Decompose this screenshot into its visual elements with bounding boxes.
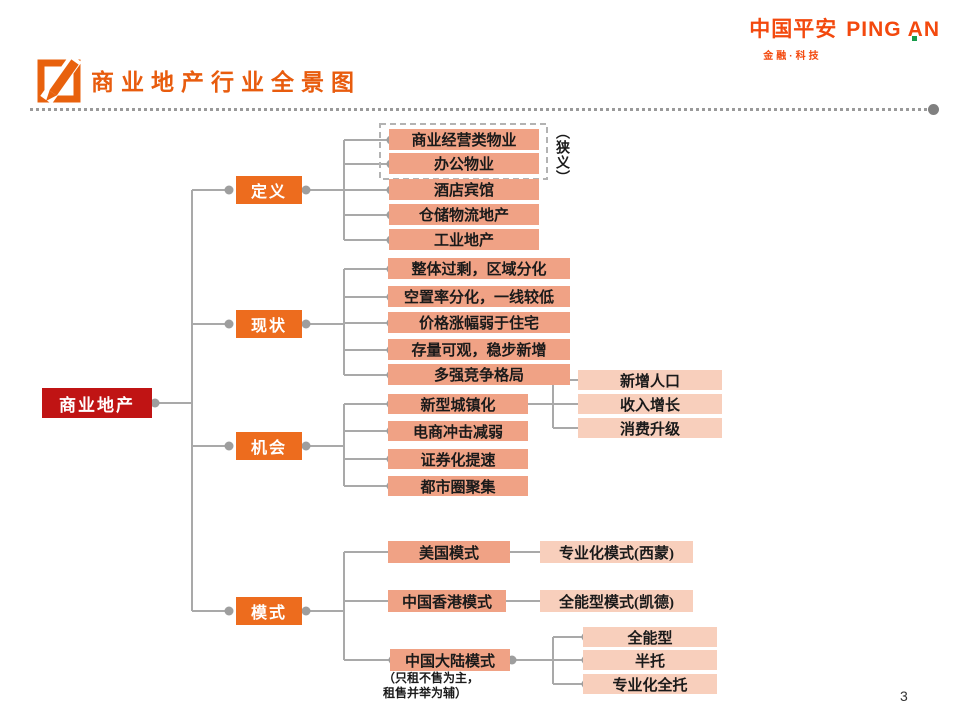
pingan-logo: 中国平安 PING AN 金融·科技 bbox=[749, 13, 940, 62]
leaf-opportunity-urbanization: 新型城镇化 bbox=[388, 394, 528, 414]
leaf-status-vacancy: 空置率分化，一线较低 bbox=[388, 286, 570, 307]
leaf-definition-commercial-operating: 商业经营类物业 bbox=[389, 129, 539, 150]
logo-green-accent-icon bbox=[912, 36, 917, 41]
leaf-opportunity-ecommerce: 电商冲击减弱 bbox=[388, 421, 528, 441]
leaf-opportunity-securitization: 证券化提速 bbox=[388, 449, 528, 469]
logo-en-text: PING AN bbox=[846, 18, 940, 41]
root-node-commercial-real-estate: 商业地产 bbox=[42, 388, 152, 418]
subleaf-specialized-full-trust: 专业化全托 bbox=[583, 674, 717, 694]
subleaf-consumption-upgrade: 消费升级 bbox=[578, 418, 722, 438]
mainland-note-line1: （只租不售为主， bbox=[383, 671, 480, 685]
leaf-definition-industrial: 工业地产 bbox=[389, 229, 539, 250]
leaf-definition-warehouse-logistics: 仓储物流地产 bbox=[389, 204, 539, 225]
pencil-icon bbox=[36, 52, 84, 109]
leaf-definition-office: 办公物业 bbox=[389, 153, 539, 174]
subleaf-allround: 全能型 bbox=[583, 627, 717, 647]
subleaf-specialized-simon: 专业化模式(西蒙) bbox=[540, 541, 693, 563]
logo-row: 中国平安 PING AN bbox=[749, 13, 940, 43]
page-title: 商业地产行业全景图 bbox=[91, 70, 361, 95]
leaf-model-hongkong: 中国香港模式 bbox=[388, 590, 506, 612]
leaf-opportunity-metro-cluster: 都市圈聚集 bbox=[388, 476, 528, 496]
divider-end-dot bbox=[928, 104, 939, 115]
leaf-model-mainland: 中国大陆模式 bbox=[390, 649, 510, 671]
dotted-divider bbox=[30, 108, 928, 111]
mainland-model-note: （只租不售为主， 租售并举为辅） bbox=[383, 671, 523, 701]
branch-opportunity: 机会 bbox=[236, 432, 302, 460]
leaf-status-oversupply: 整体过剩，区域分化 bbox=[388, 258, 570, 279]
logo-text-cn: 中国平安 bbox=[749, 18, 838, 41]
narrow-sense-label: （狭义） bbox=[554, 125, 569, 185]
leaf-status-competition: 多强竞争格局 bbox=[388, 364, 570, 385]
branch-model: 模式 bbox=[236, 597, 302, 625]
subleaf-income-growth: 收入增长 bbox=[578, 394, 722, 414]
logo-tagline: 金融·科技 bbox=[763, 51, 822, 62]
subleaf-allround-capitaland: 全能型模式(凯德) bbox=[540, 590, 693, 612]
branch-status: 现状 bbox=[236, 310, 302, 338]
leaf-status-price: 价格涨幅弱于住宅 bbox=[388, 312, 570, 333]
subleaf-semi-trust: 半托 bbox=[583, 650, 717, 670]
leaf-definition-hotel: 酒店宾馆 bbox=[389, 179, 539, 200]
mainland-note-line2: 租售并举为辅） bbox=[383, 686, 468, 700]
logo-text-en: PING AN bbox=[846, 18, 940, 42]
leaf-model-us: 美国模式 bbox=[388, 541, 510, 563]
leaf-status-stock: 存量可观，稳步新增 bbox=[388, 339, 570, 360]
branch-definition: 定义 bbox=[236, 176, 302, 204]
page-number: 3 bbox=[900, 688, 908, 704]
subleaf-new-population: 新增人口 bbox=[578, 370, 722, 390]
